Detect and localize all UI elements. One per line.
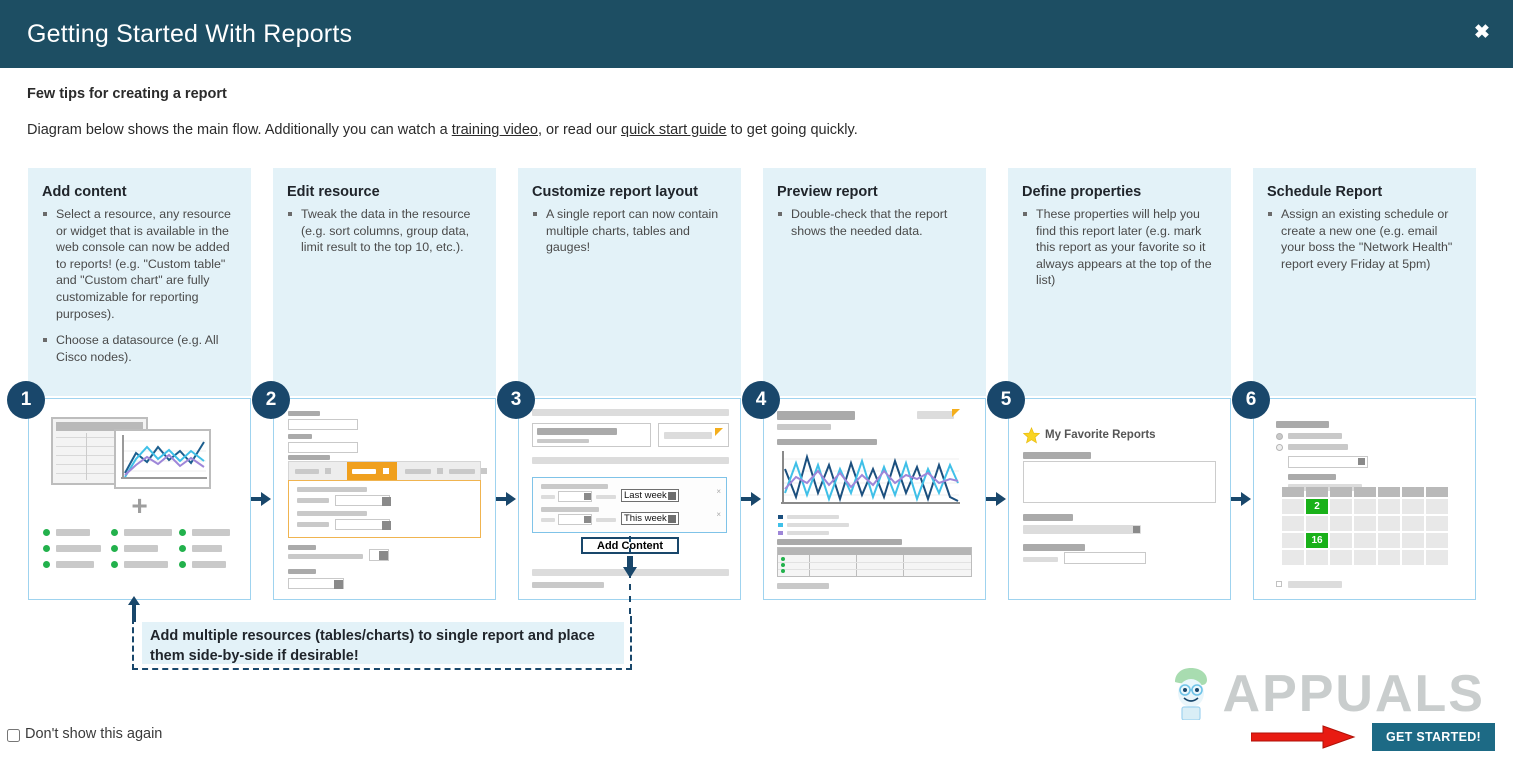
dont-show-again-label: Don't show this again [25,726,163,742]
star-icon [1022,426,1041,444]
callout-up-arrow-icon [127,596,141,622]
step-bullets-2: Tweak the data in the resource (e.g. sor… [287,206,482,256]
step-bullets-5: These properties will help you find this… [1022,206,1217,289]
mock-layout-region: Last week × This week × [532,477,727,533]
diagram-panel-4: 4 [742,381,1006,600]
dont-show-again-checkbox[interactable] [7,729,20,742]
step-title-6: Schedule Report [1267,184,1383,200]
callout-down-arrow-icon [622,556,638,583]
intro-text-mid: , or read our [538,122,622,138]
training-video-link[interactable]: training video [451,122,538,138]
step-title-3: Customize report layout [532,184,698,200]
bullet: Double-check that the report shows the n… [777,206,972,239]
diagram-panel-5: 5 My Favorite Reports [987,381,1251,600]
get-started-button[interactable]: GET STARTED! [1371,723,1495,751]
quick-start-guide-link[interactable]: quick start guide [621,122,727,138]
diagram-panel-1: 1 + [7,381,271,600]
callout-line-2: them side-by-side if desirable! [150,648,359,664]
mock-chart-thumbnail [114,429,211,489]
step-badge-6: 6 [1232,381,1270,419]
mock-preview-chart [777,449,962,516]
mock-edit-form [288,480,481,538]
step-column-4: Preview report Double-check that the rep… [763,168,986,396]
calendar-day-highlight: 2 [1306,499,1328,514]
step-badge-3: 3 [497,381,535,419]
calendar-day-highlight: 16 [1306,533,1328,548]
appuals-watermark: APPUALS [1222,665,1485,723]
mock-preview-table [777,547,972,577]
step-title-2: Edit resource [287,184,380,200]
dont-show-again-row[interactable]: Don't show this again [7,726,162,742]
step-column-5: Define properties These properties will … [1008,168,1231,396]
callout-text: Add multiple resources (tables/charts) t… [142,622,624,664]
step-title-5: Define properties [1022,184,1142,200]
step-column-2: Edit resource Tweak the data in the reso… [273,168,496,396]
flow-arrow-4-to-5 [985,491,1007,507]
favorite-reports-label: My Favorite Reports [1045,429,1156,441]
mock-select-last-week[interactable]: Last week [621,489,679,502]
bullet: A single report can now contain multiple… [532,206,727,256]
flow-arrow-2-to-3 [495,491,517,507]
page-title: Getting Started With Reports [27,19,353,48]
step-badge-5: 5 [987,381,1025,419]
step-badge-2: 2 [252,381,290,419]
diagram-panels-row: 1 + [7,381,1488,600]
diagram-panel-2: 2 [252,381,516,600]
mock-select-this-week[interactable]: This week [621,512,679,525]
step-badge-1: 1 [7,381,45,419]
flow-arrow-5-to-6 [1230,491,1252,507]
step-column-6: Schedule Report Assign an existing sched… [1253,168,1476,396]
step-badge-4: 4 [742,381,780,419]
step-bullets-4: Double-check that the report shows the n… [777,206,972,239]
step-bullets-1: Select a resource, any resource or widge… [42,206,237,365]
intro-paragraph: Diagram below shows the main flow. Addit… [27,122,858,138]
bullet: Choose a datasource (e.g. All Cisco node… [42,332,237,365]
modal-header: Getting Started With Reports ✖ [0,0,1513,68]
mock-textarea[interactable] [1023,461,1216,503]
step-title-1: Add content [42,184,127,200]
annotation-red-arrow [1250,724,1356,750]
close-icon[interactable]: ✖ [1474,22,1490,43]
step-title-4: Preview report [777,184,878,200]
mock-active-tab [347,462,397,482]
flow-arrow-1-to-2 [250,491,272,507]
intro-text-after: to get going quickly. [726,122,858,138]
flow-arrow-3-to-4 [740,491,762,507]
mock-tab-strip [288,461,487,482]
bullet: Tweak the data in the resource (e.g. sor… [287,206,482,256]
bullet: These properties will help you find this… [1022,206,1217,289]
step-column-1: Add content Select a resource, any resou… [28,168,251,396]
plus-icon: + [131,490,148,521]
tips-heading: Few tips for creating a report [27,86,227,102]
step-bullets-6: Assign an existing schedule or create a … [1267,206,1462,272]
appuals-mascot-icon [1169,666,1213,721]
callout-line-1: Add multiple resources (tables/charts) t… [150,628,595,644]
callout-annotation: Add multiple resources (tables/charts) t… [128,596,632,670]
step-column-3: Customize report layout A single report … [518,168,741,396]
bullet: Select a resource, any resource or widge… [42,206,237,322]
diagram-panel-6: 6 2 16 [1232,381,1476,600]
step-bullets-3: A single report can now contain multiple… [532,206,727,256]
bullet: Assign an existing schedule or create a … [1267,206,1462,272]
steps-row: Add content Select a resource, any resou… [28,168,1488,396]
intro-text-before: Diagram below shows the main flow. Addit… [27,122,452,138]
